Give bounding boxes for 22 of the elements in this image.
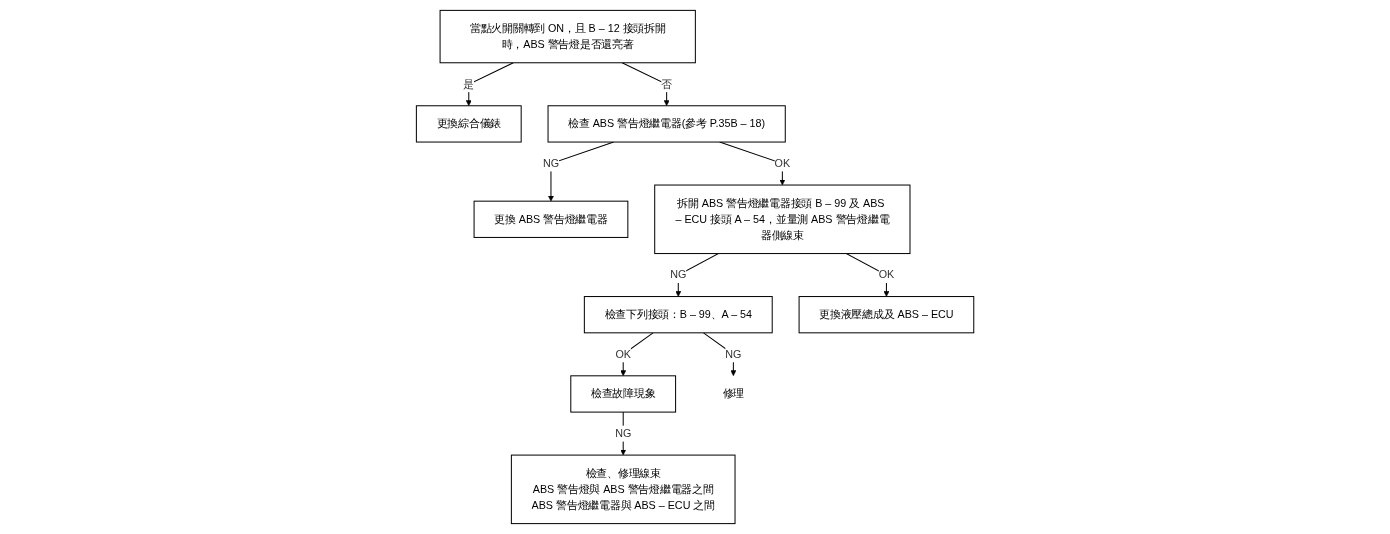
arrow bbox=[620, 332, 654, 377]
node-box: 檢查、修理線束 ABS 警告燈與 ABS 警告燈繼電器之間 ABS 警告燈繼電器與 ABS – ECU 之間 bbox=[510, 454, 736, 525]
edge-label: OK bbox=[615, 348, 631, 360]
edge-label: OK bbox=[878, 269, 895, 281]
edge-label: NG bbox=[670, 269, 687, 281]
edge-label: NG bbox=[542, 157, 559, 169]
edge-label: NG bbox=[725, 348, 742, 360]
arrow bbox=[702, 332, 737, 377]
arrow bbox=[845, 253, 890, 297]
edge-label: OK bbox=[774, 157, 791, 169]
edge-label: 是 bbox=[463, 78, 475, 90]
edge-label: NG bbox=[615, 427, 632, 439]
node-box: 檢查 ABS 警告燈繼電器(參考 P.35B – 18) bbox=[547, 105, 786, 143]
node-box: 檢查下列接頭：B – 99、A – 54 bbox=[583, 296, 773, 334]
node-box: 檢查故障現象 bbox=[570, 375, 677, 413]
node-box: 拆開 ABS 警告燈繼電器接頭 B – 99 及 ABS – ECU 接頭 A – 54，並量測 ABS 警告燈繼電器側線束 bbox=[654, 184, 911, 255]
edge-label: 否 bbox=[661, 78, 672, 90]
node-box: 更換液壓總成及 ABS – ECU bbox=[798, 296, 975, 334]
node-box: 更換 ABS 警告燈繼電器 bbox=[473, 200, 629, 238]
node-text: 修理 bbox=[722, 387, 745, 400]
node-box: 當點火開關轉到 ON，且 B – 12 接頭拆開時，ABS 警告燈是否還亮著 bbox=[439, 9, 696, 64]
node-box: 更換綜合儀錶 bbox=[415, 105, 522, 143]
